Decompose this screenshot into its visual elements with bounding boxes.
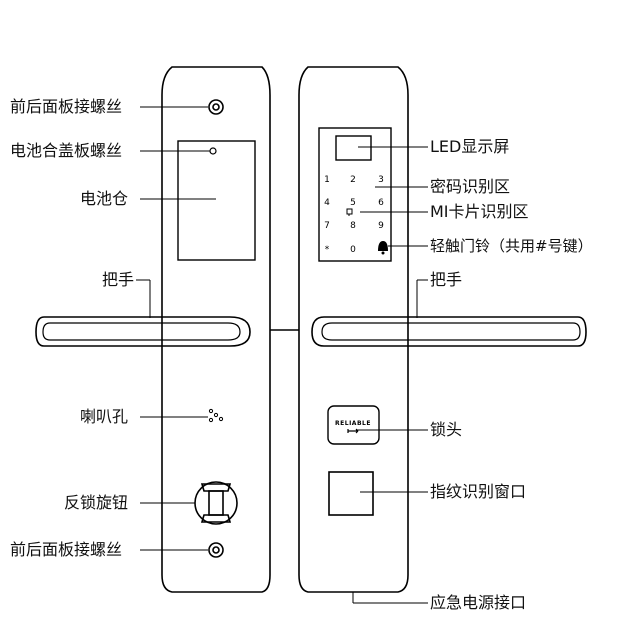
keypad-key: * [325,245,330,255]
speaker-hole-icon [208,408,224,423]
keypad-key: 3 [378,175,384,185]
keypad-key: 7 [324,221,330,231]
front-panel [298,66,587,593]
label-anti-lock-knob: 反锁旋钮 [64,493,129,512]
bottom-screw-icon [208,542,224,558]
keypad-key: 8 [350,221,356,231]
label-doorbell-key: 轻触门铃（共用#号键） [430,237,593,255]
battery-cover-screw-icon [209,147,217,155]
keypad-key: 4 [324,198,330,208]
keypad-key: 6 [378,198,384,208]
keypad-key: 9 [378,221,384,231]
led-screen [335,135,372,161]
label-emergency-power: 应急电源接口 [430,593,527,612]
top-screw-icon [208,99,224,115]
label-battery-cover-screw: 电池合盖板螺丝 [10,141,123,160]
lock-cylinder [327,405,380,445]
fingerprint-window [328,471,374,516]
label-led-screen: LED显示屏 [430,137,510,156]
front-handle [311,316,587,347]
label-bottom-screw: 前后面板接螺丝 [10,540,123,559]
keypad-key: 1 [324,175,330,185]
leader-lines [136,106,428,604]
keypad-key: 0 [350,245,356,255]
label-lock-cylinder: 锁头 [430,420,463,439]
label-fingerprint-window: 指纹识别窗口 [430,482,527,501]
label-back-handle: 把手 [102,270,135,289]
keypad-key: 2 [350,175,356,185]
battery-compartment [177,140,256,261]
label-battery-compartment: 电池仓 [80,189,129,208]
lock-cylinder-brand: RELIABLE [335,420,371,427]
doorbell-icon [378,241,388,255]
back-handle [35,316,251,347]
label-front-handle: 把手 [430,270,463,289]
label-mi-card-area: MI卡片识别区 [430,202,529,221]
keypad-key: 5 [350,198,356,208]
keypad-area [318,127,392,262]
label-speaker-hole: 喇叭孔 [80,407,129,426]
label-password-area: 密码识别区 [430,177,511,196]
card-reader-icon [346,208,353,216]
label-top-screw: 前后面板接螺丝 [10,97,123,116]
anti-lock-knob-icon [194,481,238,525]
